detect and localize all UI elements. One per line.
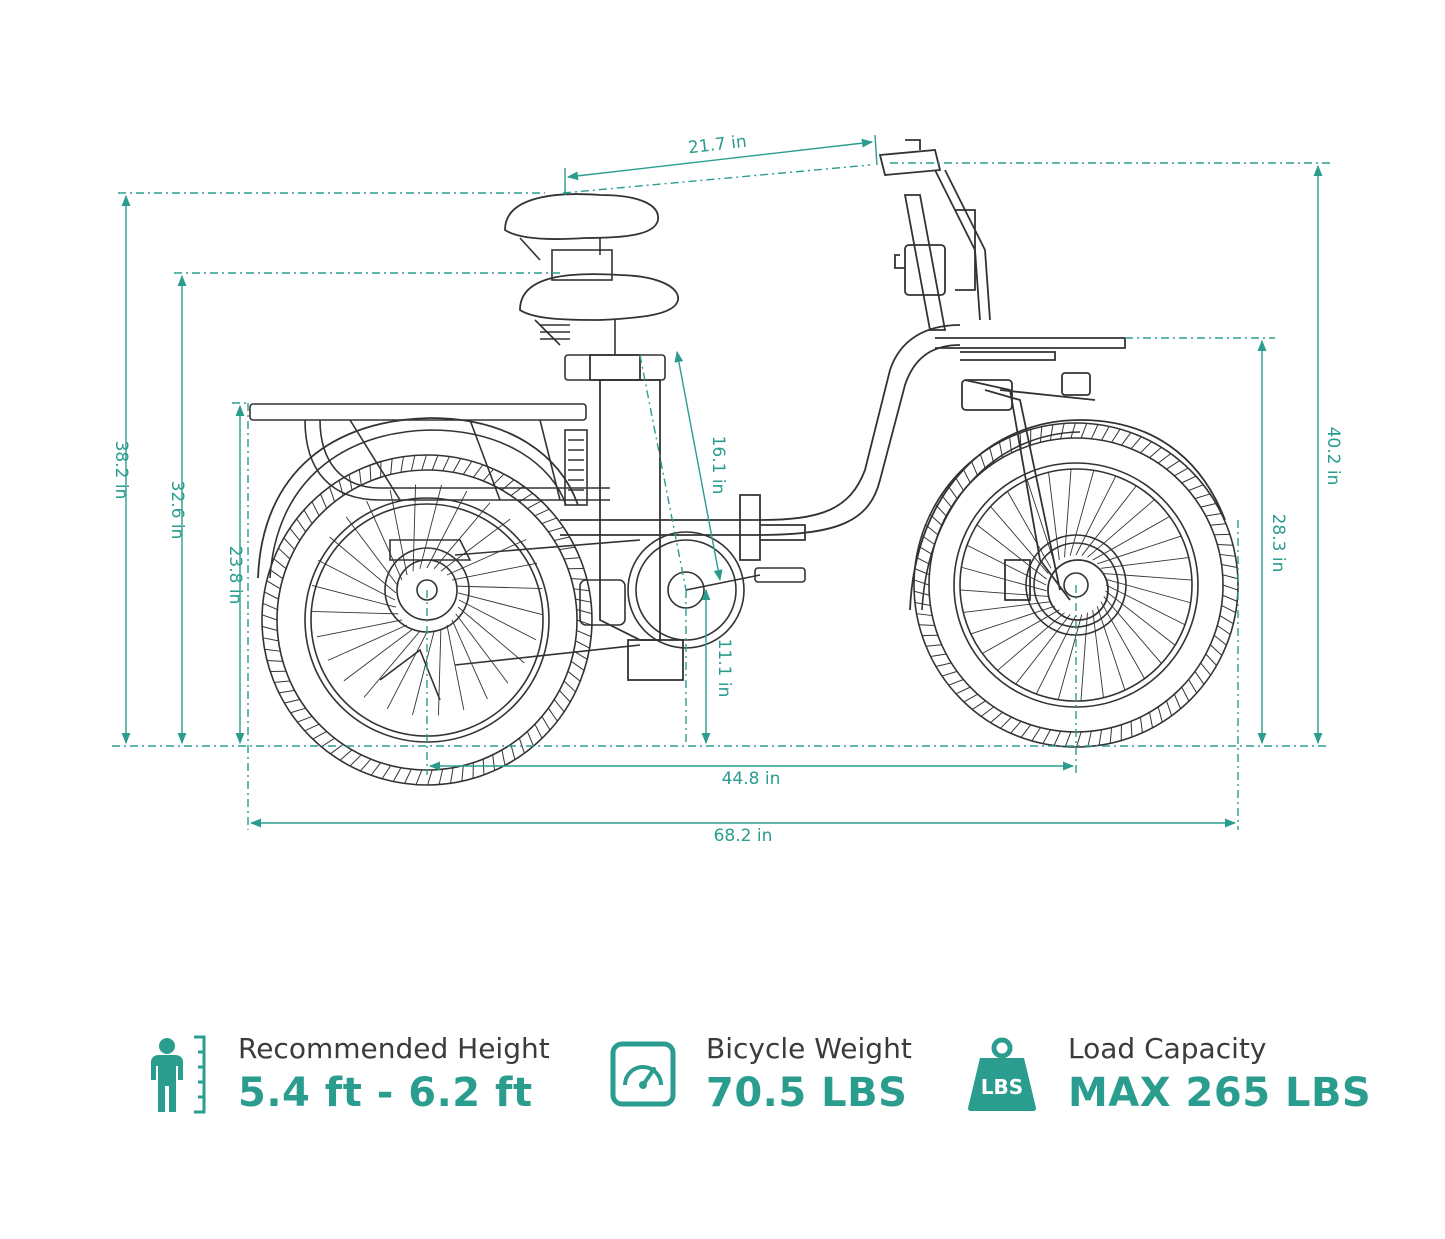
rear-spokes [311, 484, 543, 716]
load-value: MAX 265 LBS [1068, 1070, 1372, 1116]
scale-gauge-icon [610, 1041, 676, 1107]
front-spokes [960, 469, 1192, 701]
weight-icon-text: LBS [981, 1075, 1023, 1099]
front-assembly [739, 139, 1126, 621]
front-fender [909, 419, 1226, 611]
spec-recommended-height: Recommended Height 5.4 ft - 6.2 ft [146, 1030, 550, 1118]
front-rack-height-label: 28.3 in [1268, 514, 1288, 573]
rear-rack [249, 403, 610, 501]
weight-lbs-icon: LBS [968, 1037, 1036, 1111]
bike-drawing [249, 139, 1239, 786]
spec-load-capacity: LBS Load Capacity MAX 265 LBS [966, 1030, 1371, 1118]
load-label: Load Capacity [1068, 1032, 1267, 1065]
weight-value: 70.5 LBS [706, 1070, 908, 1116]
max-saddle-height-label: 38.2 in [111, 441, 131, 500]
rack-height-label: 23.8 in [225, 546, 245, 605]
handlebar-reach-label: 21.7 in [687, 132, 748, 159]
overall-height-label: 40.2 in [1323, 427, 1343, 486]
bike-dimension-diagram: 21.7 in 38.2 in 32.6 in 23.8 in 16.1 in … [111, 132, 1343, 846]
seatpost-and-saddles [504, 193, 679, 506]
overall-length-label: 68.2 in [714, 826, 773, 846]
wheelbase-label: 44.8 in [722, 769, 781, 789]
person-height-icon [151, 1035, 206, 1114]
rear-fender [257, 417, 579, 579]
bottom-bracket-height-label: 11.1 in [714, 639, 734, 698]
rear-tread [261, 454, 593, 786]
dimension-labels: 21.7 in 38.2 in 32.6 in 23.8 in 16.1 in … [111, 132, 1343, 846]
seat-tube-label: 16.1 in [708, 436, 728, 495]
dimension-lines [112, 134, 1330, 830]
weight-label: Bicycle Weight [706, 1032, 912, 1065]
spec-bicycle-weight: Bicycle Weight 70.5 LBS [610, 1030, 912, 1118]
height-label: Recommended Height [238, 1032, 550, 1065]
height-value: 5.4 ft - 6.2 ft [238, 1070, 533, 1116]
min-saddle-height-label: 32.6 in [167, 481, 187, 540]
